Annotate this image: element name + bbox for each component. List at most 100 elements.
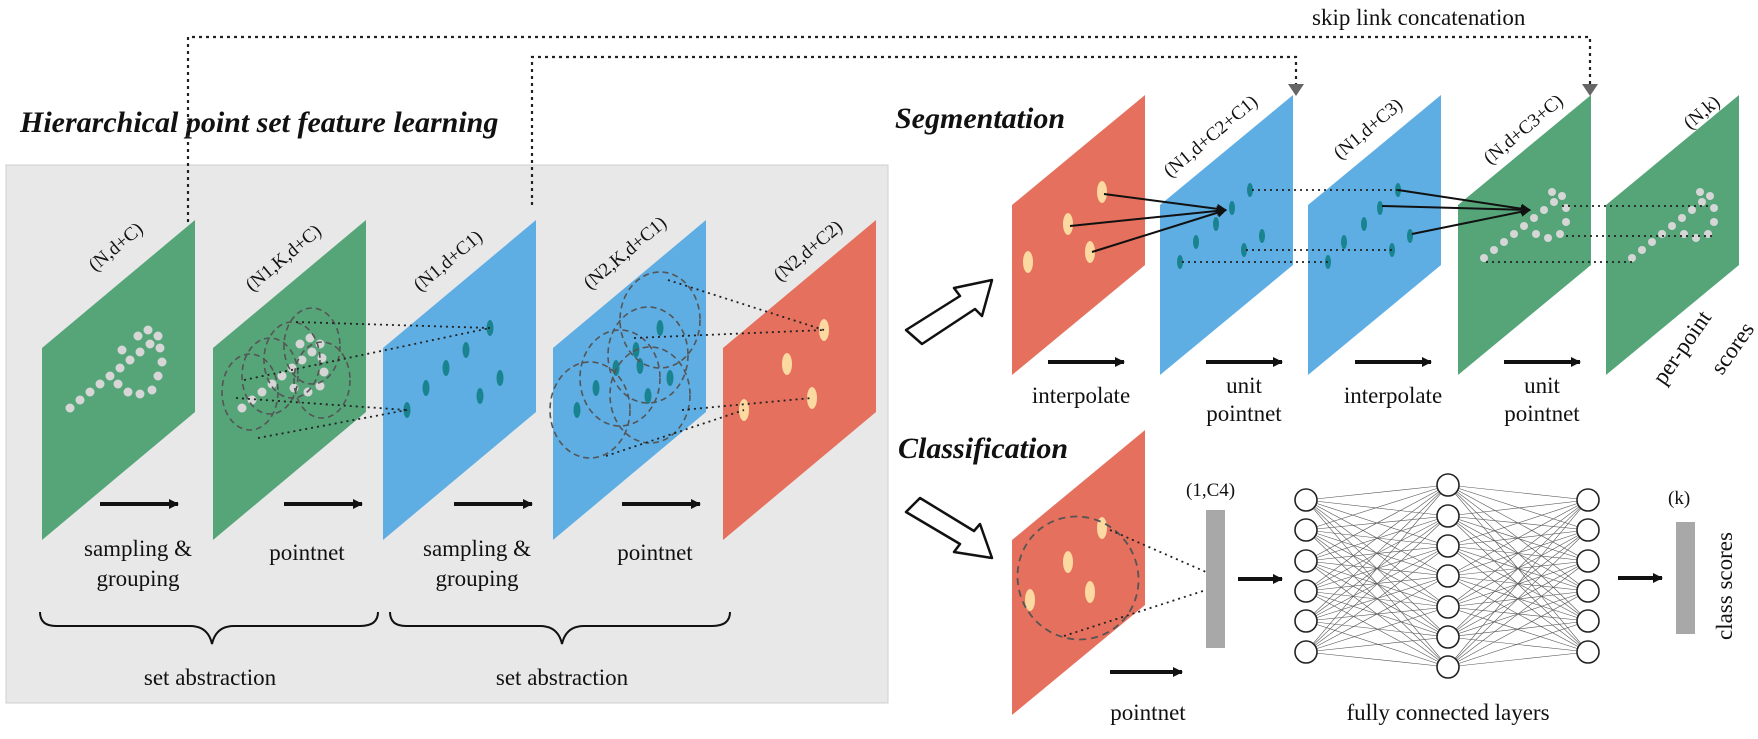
plane-features-1 xyxy=(383,220,536,540)
fc-edge xyxy=(1305,484,1449,562)
fc-node-layer-3 xyxy=(1576,579,1600,603)
cls-points xyxy=(1025,517,1107,611)
encoder-op-3-line2: grouping xyxy=(435,566,519,591)
plane-features-2 xyxy=(723,220,876,540)
segmentation-title: Segmentation xyxy=(895,102,1065,135)
seg-points-1 xyxy=(1023,181,1107,273)
fc-node-layer-2 xyxy=(1436,655,1460,679)
fc-node-layer-1 xyxy=(1294,609,1318,633)
to-segmentation-arrow xyxy=(904,278,994,346)
fc-edge xyxy=(1305,515,1449,562)
fc-edge xyxy=(1447,499,1589,608)
seg-op-2-line2: pointnet xyxy=(1206,401,1282,426)
fc-edge xyxy=(1447,636,1589,653)
seg-op-4-line2: pointnet xyxy=(1504,401,1580,426)
fc-node-layer-2 xyxy=(1436,473,1460,497)
fc-nodes xyxy=(1294,473,1600,679)
brace-1 xyxy=(39,611,379,645)
cls-feature-dim: (1,C4) xyxy=(1186,480,1235,501)
fc-edge xyxy=(1305,484,1449,531)
fc-node-layer-1 xyxy=(1294,579,1318,603)
seg-plane-4 xyxy=(1458,95,1591,375)
cls-grouping-circle xyxy=(1016,515,1140,641)
fc-edge xyxy=(1447,499,1589,517)
fc-node-layer-1 xyxy=(1294,549,1318,573)
grouping-circles-2 xyxy=(549,271,701,459)
fc-node-layer-1 xyxy=(1294,488,1318,512)
fc-edge xyxy=(1305,484,1449,653)
fc-edge xyxy=(1305,484,1449,501)
cls-output-bar xyxy=(1676,522,1695,634)
encoder-op-1-line2: grouping xyxy=(96,566,180,591)
fc-node-layer-1 xyxy=(1294,518,1318,542)
encoder-op-4-line1: pointnet xyxy=(617,540,693,565)
fc-edge xyxy=(1447,529,1589,577)
fc-edge xyxy=(1447,590,1589,668)
fc-edge xyxy=(1447,484,1589,501)
seg-plane-2 xyxy=(1160,95,1293,375)
fc-edge xyxy=(1305,515,1449,592)
interpolation-lines xyxy=(1069,189,1531,253)
cls-output-label: class scores xyxy=(1712,532,1737,640)
seg-op-2-line1: unit xyxy=(1226,373,1262,398)
group-label-1: set abstraction xyxy=(144,665,277,690)
skip-link-label: skip link concatenation xyxy=(1312,5,1526,30)
brace-2 xyxy=(389,611,731,645)
features-points-2 xyxy=(739,319,829,421)
fc-edge xyxy=(1447,560,1589,668)
fc-node-layer-2 xyxy=(1436,625,1460,649)
fc-edge xyxy=(1305,620,1449,638)
fc-edge xyxy=(1447,620,1589,668)
fc-edge xyxy=(1305,651,1449,668)
input-points xyxy=(65,325,167,413)
fc-edge xyxy=(1305,484,1449,622)
cls-fc-label: fully connected layers xyxy=(1346,700,1549,725)
fc-node-layer-2 xyxy=(1436,564,1460,588)
cls-output-dim: (k) xyxy=(1668,488,1690,509)
seg-op-3: interpolate xyxy=(1344,383,1442,408)
fc-edge xyxy=(1447,529,1589,668)
cls-arrows xyxy=(1110,573,1663,677)
fc-node-layer-3 xyxy=(1576,488,1600,512)
projection-lines-1 xyxy=(235,321,491,439)
grouped-points-2 xyxy=(573,320,674,418)
fc-edge xyxy=(1305,575,1449,622)
fc-node-layer-2 xyxy=(1436,504,1460,528)
fc-network xyxy=(1294,473,1600,679)
fc-edge xyxy=(1447,499,1589,668)
cls-global-feature-bar xyxy=(1206,510,1225,648)
seg-points-2 xyxy=(1177,183,1265,269)
fc-edge xyxy=(1447,651,1589,668)
to-classification-arrow xyxy=(904,496,994,560)
fc-edge xyxy=(1305,636,1449,653)
fc-node-layer-3 xyxy=(1576,640,1600,664)
group-label-2: set abstraction xyxy=(496,665,629,690)
plane-grouped-1 xyxy=(213,220,366,540)
plane-grouped-2 xyxy=(553,220,706,540)
fc-node-layer-2 xyxy=(1436,595,1460,619)
encoder-op-2-line1: pointnet xyxy=(269,540,345,565)
cls-projection-lines xyxy=(1063,529,1207,637)
fc-node-layer-1 xyxy=(1294,640,1318,664)
cls-op-pointnet: pointnet xyxy=(1110,700,1186,725)
fc-edge xyxy=(1447,515,1589,562)
hierarchical-title: Hierarchical point set feature learning xyxy=(19,106,498,139)
fc-edges xyxy=(1305,484,1589,668)
fc-edge xyxy=(1305,499,1449,517)
skip-link-lines xyxy=(186,35,1592,222)
fc-edge xyxy=(1447,499,1589,547)
fc-node-layer-3 xyxy=(1576,518,1600,542)
cls-plane xyxy=(1012,430,1145,715)
seg-op-4-line1: unit xyxy=(1524,373,1560,398)
fc-edge xyxy=(1447,499,1589,577)
encoder-op-3-line1: sampling & xyxy=(423,536,531,561)
grouping-circles-1 xyxy=(221,307,351,431)
fc-node-layer-2 xyxy=(1436,534,1460,558)
fc-edge xyxy=(1447,560,1589,638)
seg-plane-3 xyxy=(1308,95,1441,375)
fc-edge xyxy=(1305,515,1449,653)
fc-edge xyxy=(1447,560,1589,608)
fc-edge xyxy=(1305,620,1449,668)
skip-arrowhead-2 xyxy=(1288,84,1304,96)
